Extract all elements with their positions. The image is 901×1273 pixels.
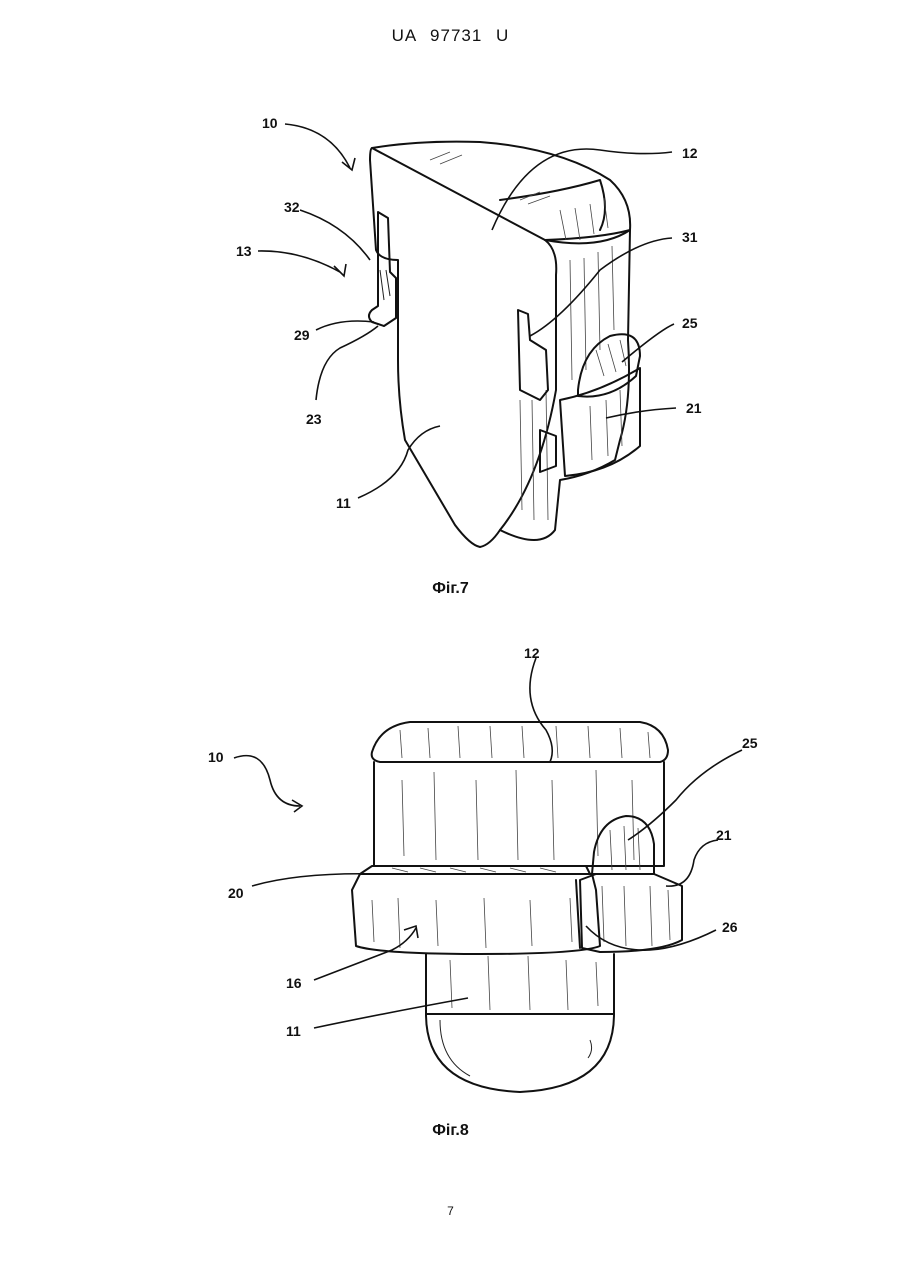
fig7-ref: 31: [682, 229, 698, 245]
fig8-ref: 11: [286, 1023, 301, 1039]
fig8-ref: 25: [742, 735, 758, 751]
fig7-ref: 21: [686, 400, 702, 416]
fig8-ref: 16: [286, 975, 302, 991]
fig8-dome: [426, 1014, 614, 1092]
figure-7-drawing: 10 12 32 13 31 25 29 23 21 11: [0, 100, 901, 560]
patent-header: UA 97731 U: [0, 26, 901, 46]
fig7-ref: 29: [294, 327, 310, 343]
fig7-right-slot: [518, 310, 548, 400]
fig8-lower-body: [426, 954, 614, 1014]
page-number: 7: [0, 1204, 901, 1218]
fig7-top-cap: [372, 142, 630, 240]
fig8-ref: 26: [722, 919, 738, 935]
fig7-ref: 11: [336, 495, 351, 511]
fig7-left-slot: [369, 212, 396, 326]
fig7-ref: 25: [682, 315, 698, 331]
fig8-top-rim: [372, 722, 668, 762]
fig7-ref: 32: [284, 199, 300, 215]
figure-8-caption: Фіг.8: [0, 1122, 901, 1140]
fig7-front-face: [370, 148, 556, 547]
figure-8-svg: 12 10 25 21 20 26 16 11: [0, 630, 901, 1110]
fig8-upper-body: [374, 762, 664, 866]
fig8-collar-20: [360, 866, 590, 874]
fig8-ref: 12: [524, 645, 540, 661]
fig7-ref: 10: [262, 115, 278, 131]
fig7-ref: 12: [682, 145, 698, 161]
fig7-latch-25: [578, 334, 640, 396]
fig8-ref: 21: [716, 827, 732, 843]
fig7-ref: 13: [236, 243, 252, 259]
fig8-ring-16: [352, 874, 600, 954]
figure-7-svg: 10 12 32 13 31 25 29 23 21 11: [0, 100, 901, 560]
figure-8-drawing: 12 10 25 21 20 26 16 11: [0, 630, 901, 1110]
fig8-ref: 20: [228, 885, 244, 901]
figure-7-caption: Фіг.7: [0, 580, 901, 598]
fig7-ref: 23: [306, 411, 322, 427]
fig8-ref: 10: [208, 749, 224, 765]
